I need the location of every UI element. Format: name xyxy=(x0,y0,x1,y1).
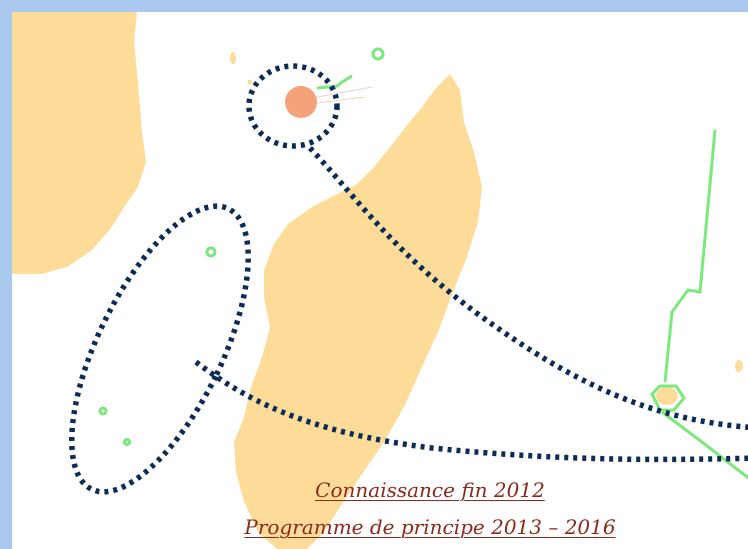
survey-zones xyxy=(69,63,340,495)
mayotte-zone xyxy=(285,86,317,118)
survey-zone-mayotte xyxy=(246,63,340,149)
eez-europa-north xyxy=(205,246,217,258)
eez-outlines xyxy=(98,47,748,480)
africa-landmass xyxy=(12,12,146,274)
eez-bassas xyxy=(98,406,108,416)
reunion-island xyxy=(656,387,678,405)
islet-north xyxy=(230,52,236,64)
eez-glorieuses xyxy=(371,47,385,61)
route-mayotte-east xyxy=(308,146,748,430)
map-canvas xyxy=(12,12,748,549)
mauritius-island xyxy=(735,360,743,372)
mayotte-shoal-lines xyxy=(309,86,373,105)
eez-mayotte-arm xyxy=(316,74,353,90)
survey-zone-mozambique-channel xyxy=(69,203,251,495)
route-channel-east xyxy=(194,359,748,463)
eez-tromelin-line xyxy=(663,129,717,383)
routes xyxy=(194,146,748,463)
islet-comoros-small xyxy=(247,79,253,85)
caption-programme-2013-2016: Programme de principe 2013 – 2016 xyxy=(244,515,616,539)
eez-europa xyxy=(123,438,131,446)
caption-knowledge-2012: Connaissance fin 2012 xyxy=(315,478,545,502)
madagascar-island xyxy=(234,74,482,549)
eez-reunion-tail xyxy=(661,410,748,480)
